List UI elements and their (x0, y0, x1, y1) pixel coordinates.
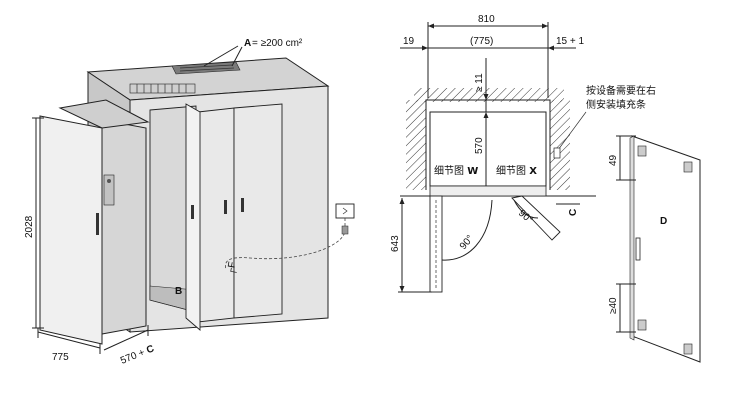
vent-grille (129, 61, 241, 94)
detail-w-label: 细节图 W (434, 164, 478, 177)
appliance-handle (96, 213, 99, 235)
left-wall-hatch (406, 100, 426, 190)
svg-text:┌F: ┌F (225, 261, 238, 276)
c-dimension-letter: C (568, 209, 579, 216)
height-dimension: 2028 (24, 215, 35, 238)
depth-dimension-value: 570 + (119, 346, 149, 367)
height-643-dimension: 643 (390, 235, 401, 252)
vent-label-letter: A (244, 38, 251, 49)
appliance-plan-body (429, 111, 547, 187)
back-wall-hatch (414, 88, 564, 102)
detail-x-letter: X (529, 166, 537, 177)
depth-dimension: 570 + C (119, 343, 156, 366)
depth-570-dimension: 570 (474, 137, 485, 154)
plan-view: 810 19 (775) 15 + 1 ≥ 11 570 细节图 W 细节图 X (390, 14, 656, 293)
top-gap-dimension: ≥ 11 (474, 73, 485, 92)
appliance-top (58, 99, 150, 129)
total-width-dimension: 810 (478, 14, 495, 25)
left-gap-dimension: 19 (403, 36, 415, 47)
dim-49: 49 (608, 154, 619, 166)
cabinet-letter: B (175, 286, 182, 297)
cabinet-door-1 (197, 107, 235, 323)
door-panel-view: D 49 ≥40 (608, 135, 701, 363)
right-wall-hatch (550, 100, 570, 190)
detail-x-label: 细节图 X (496, 164, 537, 177)
cabinet-handle-1 (224, 200, 227, 214)
detail-x-text: 细节图 (496, 164, 529, 177)
right-gap-dimension: 15 + 1 (556, 36, 585, 47)
dim-40: ≥40 (608, 297, 619, 314)
appliance-side (101, 119, 147, 335)
left-open-door (429, 195, 443, 293)
filler-note-line2: 侧安装填充条 (586, 98, 646, 111)
depth-dimension-letter: C (145, 343, 156, 356)
inner-width-dimension: (775) (470, 36, 493, 47)
vent-label-value: = ≥200 cm² (252, 38, 303, 49)
door-panel-handle (635, 237, 641, 261)
cabinet-3d-view: A = ≥200 cm² B 2028 775 (24, 38, 355, 367)
appliance-control-panel (103, 174, 115, 206)
power-plug: ┌F (225, 203, 355, 276)
detail-w-letter: W (467, 166, 478, 177)
appliance-front-door (39, 115, 103, 345)
door-letter: D (660, 216, 667, 227)
detail-w-text: 细节图 (434, 164, 467, 177)
filler-note-line1: 按设备需要在右 (586, 84, 656, 97)
cabinet-handle-2 (241, 198, 244, 212)
width-dimension: 775 (52, 352, 69, 363)
